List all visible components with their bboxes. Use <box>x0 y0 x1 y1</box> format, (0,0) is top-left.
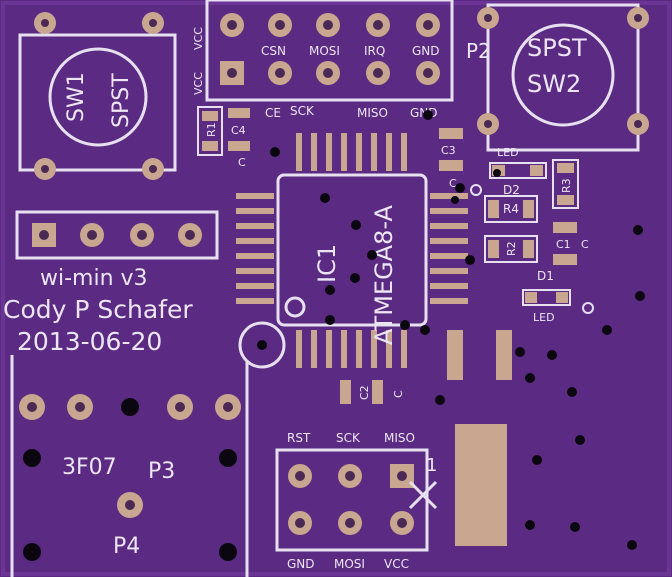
r1-resistor: R1 <box>197 106 223 156</box>
c2-value: C <box>392 390 405 398</box>
p2-pin-irq: IRQ <box>364 44 385 58</box>
isp-pin-vcc: VCC <box>384 557 409 571</box>
crystal-pad-right <box>496 330 512 380</box>
sw2-label: SW2 <box>527 70 581 98</box>
board-title: wi-min v3 <box>40 266 148 291</box>
crystal-pad-left <box>447 330 463 380</box>
isp-pin-mosi: MOSI <box>334 557 365 571</box>
sw1-type-label: SPST <box>109 73 134 128</box>
c1-capacitor: C1 C <box>553 222 589 265</box>
r4-label: R4 <box>503 202 519 216</box>
p4-code-label: 3F07 <box>62 455 117 480</box>
p2-pin-miso: MISO <box>357 106 388 120</box>
isp-pin1-label: 1 <box>426 455 437 476</box>
p4-label: P4 <box>113 534 140 559</box>
c3-value: C <box>449 177 457 190</box>
isp-header: 1 RST SCK MISO GND MOSI VCC <box>275 431 437 571</box>
p2-pin-csn: CSN <box>261 44 286 58</box>
ce-label: CE <box>265 106 281 120</box>
r3-resistor: R3 <box>552 159 579 209</box>
d2-led: LED D2 <box>489 146 547 197</box>
isp-pin-miso: MISO <box>384 431 415 445</box>
r4-resistor: R4 <box>484 195 538 223</box>
p3-label: P3 <box>148 459 175 484</box>
d1-label: D1 <box>537 269 554 283</box>
ic1-part-label: ATMEGA8-A <box>370 204 398 345</box>
sw1-switch: SW1 SPST <box>18 12 177 180</box>
ic1-label: IC1 <box>313 244 341 283</box>
d2-label: D2 <box>503 183 520 197</box>
p2-pin-gnd-top: GND <box>412 44 440 58</box>
isp-pin-rst: RST <box>287 431 311 445</box>
d1-led-label: LED <box>533 311 555 324</box>
p3-connector: 3F07 P3 P4 <box>10 355 249 577</box>
r2-resistor: R2 <box>484 235 538 263</box>
board-date: 2013-06-20 <box>17 327 162 356</box>
vias <box>270 110 645 550</box>
sw2-type-label: SPST <box>527 34 587 62</box>
p2-label: P2 <box>466 39 491 63</box>
regulator-tab <box>455 424 507 546</box>
p2-vcc-side: VCC <box>192 72 205 95</box>
p2-header: CSN MOSI IRQ GND VCC VCC SCK MISO GND P2 <box>192 0 491 120</box>
p2-pin-mosi: MOSI <box>309 44 340 58</box>
board-author: Cody P Schafer <box>3 295 193 324</box>
p2-pin-sck: SCK <box>290 104 315 118</box>
p2-vcc-top: VCC <box>192 27 205 50</box>
r1-label: R1 <box>205 122 218 137</box>
ic1-chip: IC1 ATMEGA8-A <box>236 133 468 368</box>
c4-label: C4 <box>231 124 246 137</box>
c1-value: C <box>581 238 589 251</box>
d2-led-label: LED <box>497 146 519 159</box>
c2-capacitor: C2 C <box>340 380 405 404</box>
r2-label: R2 <box>505 241 518 256</box>
d1-led: D1 LED <box>522 269 571 324</box>
sw2-switch: SPST SW2 <box>477 3 649 152</box>
four-pin-header <box>15 210 219 260</box>
c4-capacitor: C4 C CE <box>228 106 281 169</box>
isp-pin-gnd: GND <box>287 557 315 571</box>
isp-pin-sck: SCK <box>336 431 361 445</box>
c2-label: C2 <box>358 385 371 400</box>
c3-capacitor: C3 C <box>439 128 463 190</box>
sw1-label: SW1 <box>64 72 89 122</box>
r3-label: R3 <box>560 178 573 193</box>
c3-label: C3 <box>441 144 456 157</box>
c1-label: C1 <box>556 238 571 251</box>
c4-value: C <box>238 156 246 169</box>
